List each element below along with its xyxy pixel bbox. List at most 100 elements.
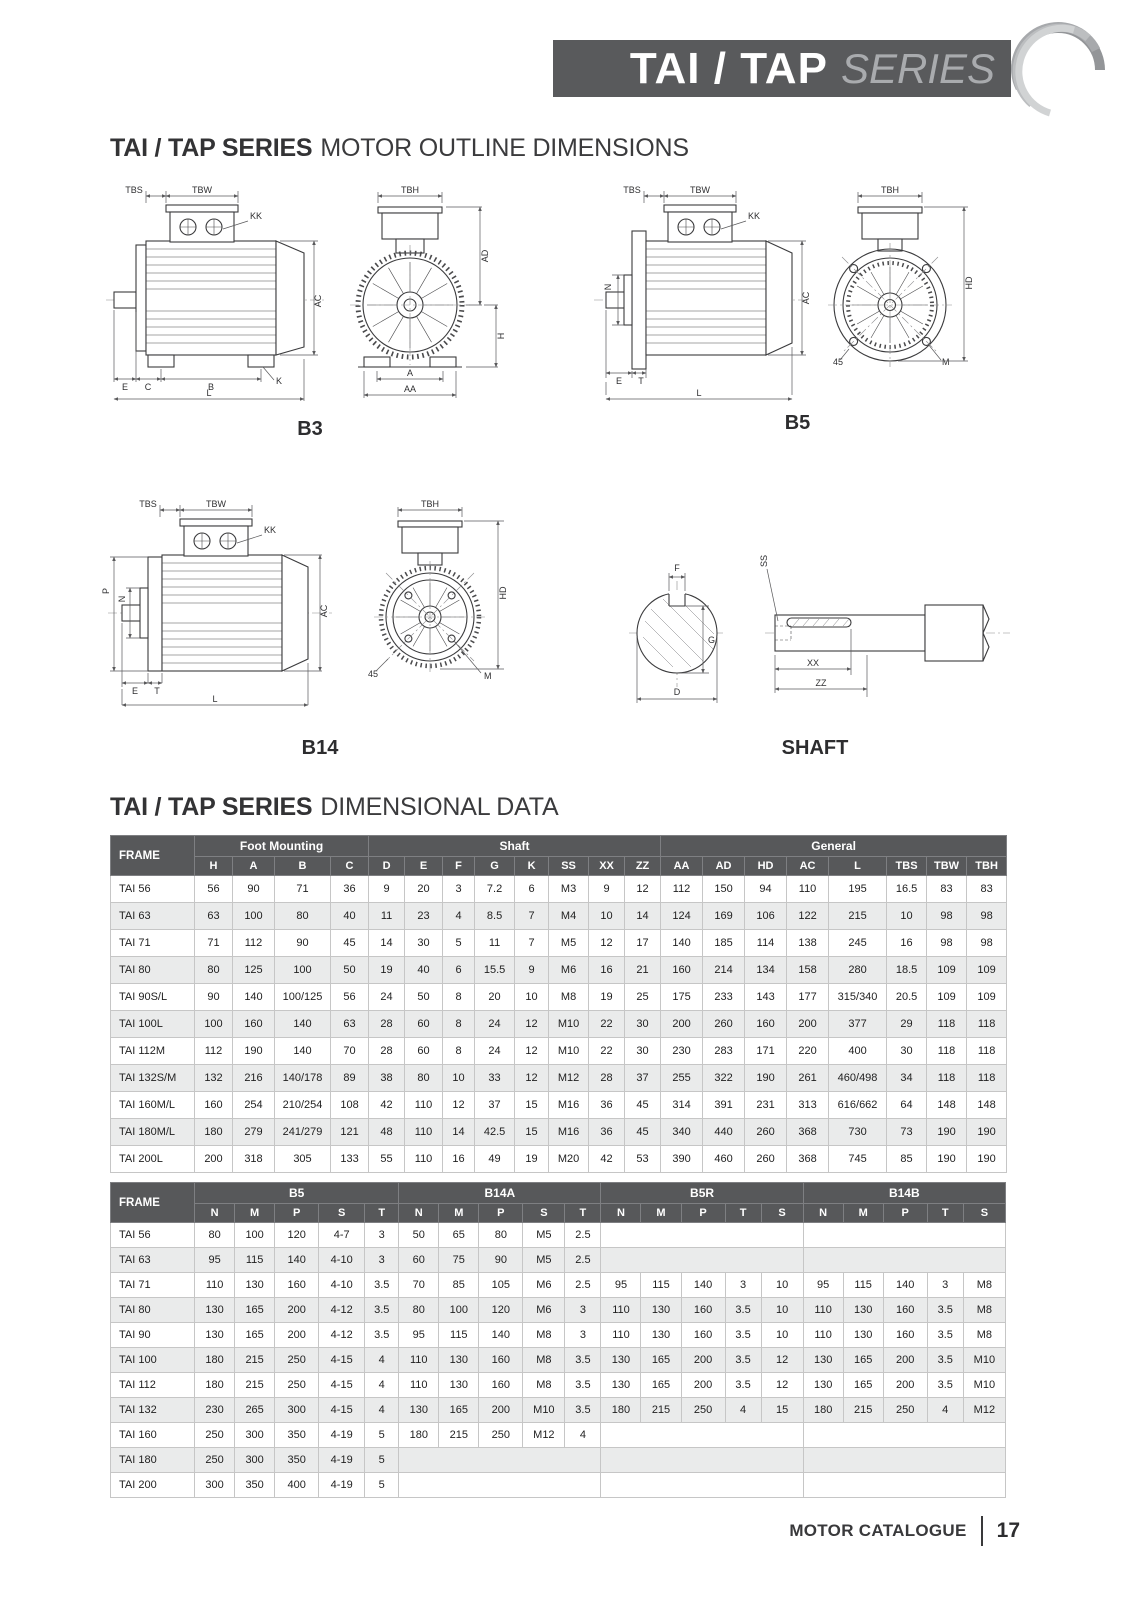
data-cell: 98 <box>966 929 1008 957</box>
data-cell: 10 <box>760 1297 804 1323</box>
data-cell: 260 <box>744 1145 788 1173</box>
data-cell: 160 <box>478 1372 524 1398</box>
banner-title: TAI / TAP <box>629 43 828 93</box>
b3-front-view: TBH AD H A AA <box>350 185 506 398</box>
frame-cell: TAI 180 <box>109 1447 196 1473</box>
data-cell: 180 <box>194 1372 236 1398</box>
data-cell: M16 <box>548 1118 590 1146</box>
data-cell: 130 <box>640 1322 682 1348</box>
data-cell: 400 <box>828 1037 888 1065</box>
dim-label-tbs: TBS <box>139 499 157 509</box>
dim-label-hd: HD <box>498 586 508 599</box>
data-cell: 12 <box>760 1372 804 1398</box>
frame-cell: TAI 63 <box>109 1247 196 1273</box>
data-cell: 377 <box>828 1010 888 1038</box>
data-cell: 10 <box>514 983 550 1011</box>
data-cell: 230 <box>660 1037 704 1065</box>
data-cell: M4 <box>548 902 590 930</box>
frame-cell: TAI 132S/M <box>110 1064 195 1092</box>
data-cell: 9 <box>368 875 406 903</box>
column-group-header: General <box>660 835 1008 857</box>
data-cell: 165 <box>640 1347 682 1373</box>
data-cell: 130 <box>194 1322 236 1348</box>
data-cell: M10 <box>962 1347 1007 1373</box>
data-cell: 230 <box>194 1397 236 1423</box>
data-cell: 200 <box>680 1347 726 1373</box>
data-cell: 165 <box>234 1297 276 1323</box>
column-header: L <box>828 856 888 876</box>
motor-body <box>161 554 283 672</box>
page-number: 17 <box>996 1519 1020 1542</box>
data-cell: 71 <box>194 929 233 957</box>
frame-cell: TAI 56 <box>110 875 195 903</box>
data-cell: M10 <box>962 1372 1007 1398</box>
data-cell: 300 <box>274 1397 320 1423</box>
data-cell: 140 <box>478 1322 524 1348</box>
column-header: S <box>962 1203 1007 1223</box>
data-cell: 110 <box>194 1272 236 1298</box>
data-cell: M3 <box>548 875 590 903</box>
data-cell: 4-12 <box>318 1322 366 1348</box>
data-cell: 140 <box>274 1037 331 1065</box>
dim-label-tbw: TBW <box>192 185 213 195</box>
data-cell: M12 <box>522 1422 566 1448</box>
data-cell: 314 <box>660 1091 704 1119</box>
data-cell: 4-10 <box>318 1247 366 1273</box>
dim-label-b: B <box>208 382 214 392</box>
data-cell: 169 <box>702 902 746 930</box>
data-cell: 63 <box>194 902 233 930</box>
data-cell: 215 <box>842 1397 884 1423</box>
empty-cell <box>802 1422 1007 1448</box>
b3-side-dimensions: TBS TBW KK AC E C B K L <box>113 185 323 401</box>
data-cell: 220 <box>786 1037 830 1065</box>
data-cell: 350 <box>274 1422 320 1448</box>
data-cell: 120 <box>274 1222 320 1248</box>
data-cell: 254 <box>232 1091 275 1119</box>
data-cell: 130 <box>842 1322 884 1348</box>
data-cell: 42.5 <box>474 1118 516 1146</box>
bolt-hole <box>404 591 413 600</box>
empty-cell <box>600 1422 804 1448</box>
data-cell: 110 <box>398 1372 440 1398</box>
data-cell: 210/254 <box>274 1091 331 1119</box>
data-cell: 350 <box>274 1447 320 1473</box>
frame-cell: TAI 80 <box>110 956 195 984</box>
data-cell: 10 <box>886 902 928 930</box>
data-cell: 20.5 <box>886 983 928 1011</box>
data-cell: 4-15 <box>318 1397 366 1423</box>
data-cell: 138 <box>786 929 830 957</box>
data-cell: 20 <box>404 875 444 903</box>
column-header: P <box>478 1203 524 1223</box>
data-cell: 4-19 <box>318 1472 366 1498</box>
data-cell: 440 <box>702 1118 746 1146</box>
data-cell: 121 <box>329 1118 370 1146</box>
data-cell: M10 <box>548 1037 590 1065</box>
column-group-header: B5R <box>600 1182 804 1204</box>
mounting-foot <box>147 354 175 368</box>
frame-cell: TAI 90 <box>109 1322 196 1348</box>
data-cell: 80 <box>194 956 233 984</box>
dim-label-kk: KK <box>250 211 262 221</box>
column-group-header: B14B <box>802 1182 1007 1204</box>
data-cell: 195 <box>828 875 888 903</box>
data-cell: 730 <box>828 1118 888 1146</box>
data-cell: 90 <box>274 929 331 957</box>
flange <box>147 556 163 672</box>
data-cell: M6 <box>522 1297 566 1323</box>
column-header: ZZ <box>624 856 662 876</box>
data-cell: 140 <box>680 1272 726 1298</box>
data-cell: 3.5 <box>724 1297 762 1323</box>
dim-label-ac: AC <box>313 294 323 307</box>
data-cell: 3 <box>364 1222 400 1248</box>
data-cell: 4-7 <box>318 1222 366 1248</box>
terminal-box <box>401 526 459 554</box>
dim-label-tbw: TBW <box>206 499 227 509</box>
frame-column-header: FRAME <box>109 1182 196 1223</box>
data-cell: 21 <box>624 956 662 984</box>
dim-label-t: T <box>154 686 160 696</box>
data-cell: 279 <box>232 1118 275 1146</box>
